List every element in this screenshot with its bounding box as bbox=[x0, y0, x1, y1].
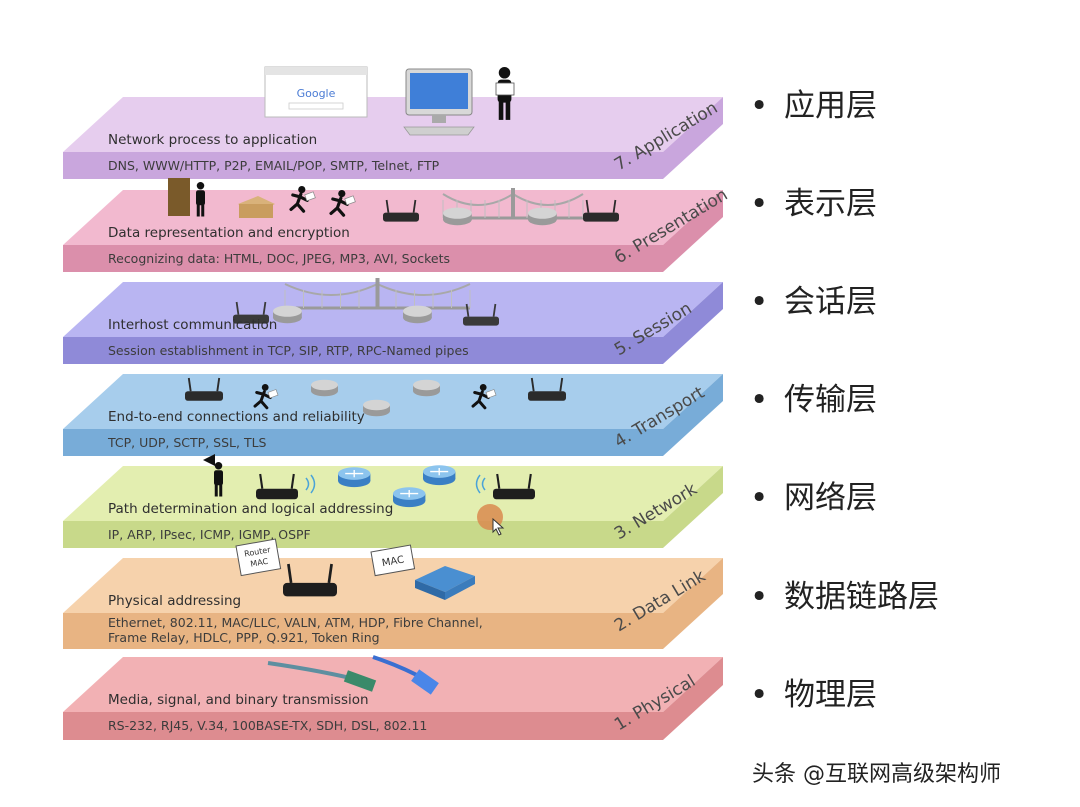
layer-side-face bbox=[663, 282, 723, 364]
layer-top-face bbox=[63, 466, 723, 521]
layer-front-face bbox=[63, 521, 663, 548]
bullet-icon: • bbox=[750, 677, 769, 713]
bullet-icon: • bbox=[750, 186, 769, 222]
protocol-line: RS-232, RJ45, V.34, 100BASE-TX, SDH, DSL… bbox=[108, 718, 428, 733]
layer-front-face bbox=[63, 245, 663, 272]
layer-description: Interhost communication bbox=[108, 317, 278, 333]
layer-top-face bbox=[63, 374, 723, 429]
layer-protocols: Ethernet, 802.11, MAC/LLC, VALN, ATM, HD… bbox=[108, 615, 483, 645]
layer-side-face bbox=[663, 657, 723, 740]
cn-layer-label: 数据链路层 bbox=[784, 579, 939, 615]
computer-icon bbox=[403, 68, 475, 136]
cursor-arrow-icon bbox=[492, 518, 505, 536]
cn-layer-item: • 表示层 bbox=[750, 178, 877, 223]
cn-layer-label: 表示层 bbox=[784, 186, 877, 222]
router-mac-label: MAC bbox=[250, 557, 270, 569]
layer-front-face bbox=[63, 613, 663, 649]
layer-illustration bbox=[185, 377, 566, 417]
layer-slab bbox=[63, 466, 723, 548]
layer-side-face bbox=[663, 558, 723, 649]
protocol-line: Frame Relay, HDLC, PPP, Q.921, Token Rin… bbox=[108, 630, 380, 645]
cn-layer-item: • 数据链路层 bbox=[750, 571, 939, 616]
layer-top-face bbox=[63, 97, 723, 152]
layer-top-face bbox=[63, 558, 723, 613]
layer-protocols: Session establishment in TCP, SIP, RTP, … bbox=[108, 343, 469, 358]
layer-slab bbox=[63, 97, 723, 179]
protocol-line: Session establishment in TCP, SIP, RTP, … bbox=[108, 343, 469, 358]
layer-protocols: TCP, UDP, SCTP, SSL, TLS bbox=[108, 435, 266, 450]
browser-window-icon: Google bbox=[264, 66, 368, 118]
layer-illustration bbox=[203, 454, 535, 508]
layer-top-face bbox=[63, 657, 723, 712]
layer-description: Data representation and encryption bbox=[108, 225, 350, 241]
layer-description: Path determination and logical addressin… bbox=[108, 501, 394, 517]
layer-protocols: IP, ARP, IPsec, ICMP, IGMP, OSPF bbox=[108, 527, 311, 542]
layer-side-face bbox=[663, 190, 723, 272]
protocol-line: IP, ARP, IPsec, ICMP, IGMP, OSPF bbox=[108, 527, 311, 542]
layer-front-face bbox=[63, 152, 663, 179]
layer-protocols: RS-232, RJ45, V.34, 100BASE-TX, SDH, DSL… bbox=[108, 718, 427, 733]
cn-layer-label: 物理层 bbox=[784, 677, 877, 713]
layer-illustration bbox=[168, 178, 619, 226]
layer-description: Media, signal, and binary transmission bbox=[108, 692, 369, 708]
cn-layer-label: 网络层 bbox=[784, 480, 877, 516]
layer-illustration bbox=[267, 655, 439, 695]
cn-layer-label: 传输层 bbox=[784, 382, 877, 418]
layer-front-face bbox=[63, 337, 663, 364]
layer-front-face bbox=[63, 429, 663, 456]
layer-slab bbox=[63, 374, 723, 456]
layer-side-face bbox=[663, 374, 723, 456]
bullet-icon: • bbox=[750, 579, 769, 615]
protocol-line: Recognizing data: HTML, DOC, JPEG, MP3, … bbox=[108, 251, 451, 266]
layer-illustration: Google bbox=[264, 66, 515, 136]
bullet-icon: • bbox=[750, 88, 769, 124]
google-logo-text: Google bbox=[297, 87, 336, 100]
layer-protocols: DNS, WWW/HTTP, P2P, EMAIL/POP, SMTP, Tel… bbox=[108, 158, 439, 173]
cn-layer-label: 会话层 bbox=[784, 284, 877, 320]
protocol-line: Ethernet, 802.11, MAC/LLC, VALN, ATM, HD… bbox=[108, 615, 483, 630]
switch-icon bbox=[415, 566, 475, 600]
layer-illustration bbox=[233, 278, 499, 326]
layer-slab bbox=[63, 657, 723, 740]
osi-layer-3: Path determination and logical addressin… bbox=[63, 454, 723, 548]
layer-side-face bbox=[663, 466, 723, 548]
cn-layer-item: • 应用层 bbox=[750, 80, 877, 125]
protocol-line: DNS, WWW/HTTP, P2P, EMAIL/POP, SMTP, Tel… bbox=[108, 158, 440, 173]
layer-description: Physical addressing bbox=[108, 593, 242, 609]
layer-protocols: Recognizing data: HTML, DOC, JPEG, MP3, … bbox=[108, 251, 450, 266]
bullet-icon: • bbox=[750, 382, 769, 418]
mac-label: MAC bbox=[381, 554, 405, 569]
cn-layer-item: • 网络层 bbox=[750, 472, 877, 517]
layer-description: Network process to application bbox=[108, 132, 318, 148]
cn-layer-item: • 物理层 bbox=[750, 669, 877, 714]
cn-layer-item: • 会话层 bbox=[750, 276, 877, 321]
layer-front-face bbox=[63, 712, 663, 740]
layer-slab bbox=[63, 558, 723, 649]
bullet-icon: • bbox=[750, 284, 769, 320]
layer-description: End-to-end connections and reliability bbox=[108, 409, 365, 425]
protocol-line: TCP, UDP, SCTP, SSL, TLS bbox=[108, 435, 267, 450]
watermark: 头条 @互联网高级架构师 bbox=[752, 762, 1001, 787]
cn-layer-item: • 传输层 bbox=[750, 374, 877, 419]
bullet-icon: • bbox=[750, 480, 769, 516]
layer-side-face bbox=[663, 97, 723, 179]
cn-layer-label: 应用层 bbox=[784, 88, 877, 124]
